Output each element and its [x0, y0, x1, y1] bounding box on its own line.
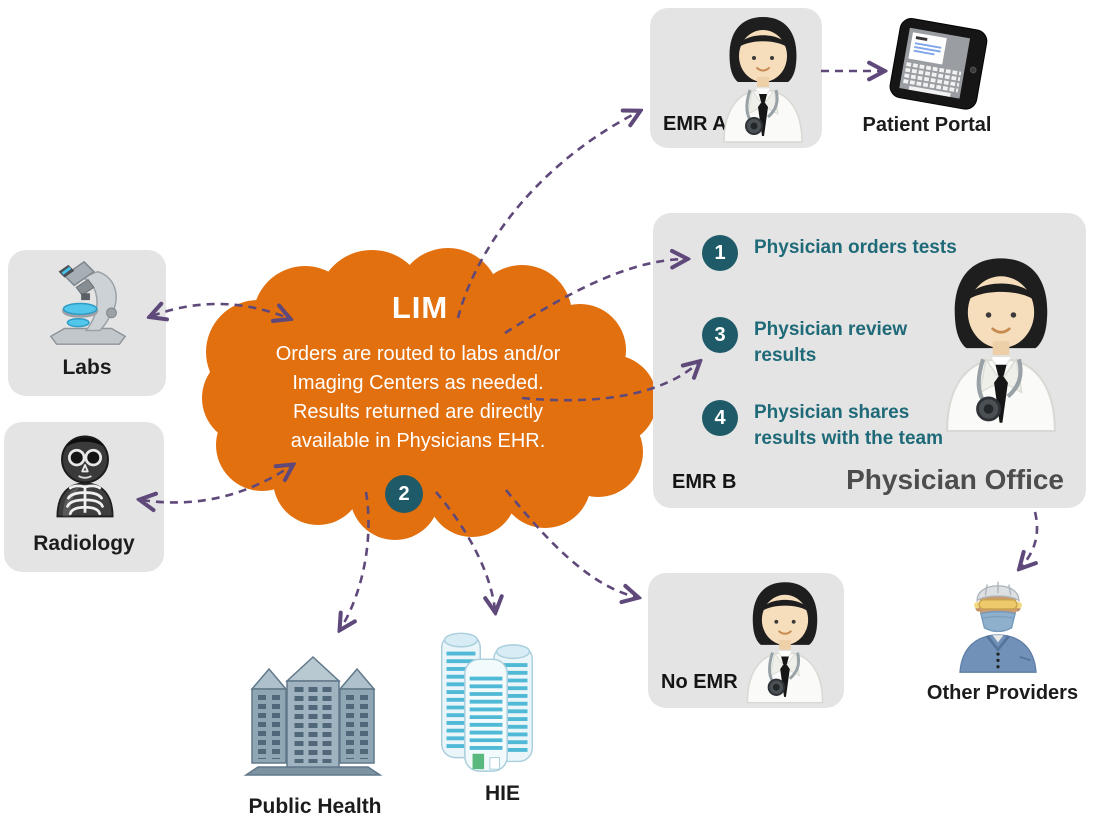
emr-a-box: EMR A: [650, 8, 822, 148]
no-emr-box: No EMR: [648, 573, 844, 708]
surgeon-avatar: [952, 570, 1044, 674]
radiology-box: Radiology: [4, 422, 164, 572]
public-health-label: Public Health: [248, 795, 382, 818]
emr-b-label: EMR B: [672, 471, 737, 493]
labs-label: Labs: [62, 356, 112, 379]
step-row-3: 3 Physician review results: [702, 317, 972, 369]
physician-office-label: Physician Office: [846, 464, 1064, 495]
doctor-avatar: [732, 579, 838, 705]
skyscrapers-icon: [434, 616, 540, 772]
step-badge-4: 4: [702, 400, 738, 436]
step-text-4: Physician shares results with the team: [754, 402, 943, 449]
cloud-body-text: Orders are routed to labs and/or Imaging…: [248, 340, 588, 456]
cloud-body-line: available in Physicians EHR.: [290, 430, 546, 452]
no-emr-label: No EMR: [661, 671, 738, 693]
microscope-icon: [38, 256, 138, 354]
step-row-1: 1 Physician orders tests: [702, 235, 972, 271]
cloud-body-line: Imaging Centers as needed.: [292, 372, 544, 394]
xray-skeleton-icon: [39, 428, 131, 524]
step-row-4: 4 Physician shares results with the team: [702, 400, 972, 452]
labs-box: Labs: [8, 250, 166, 396]
emr-a-label: EMR A: [663, 113, 727, 135]
step-badge-1: 1: [702, 235, 738, 271]
hie-label: HIE: [484, 782, 520, 805]
radiology-label: Radiology: [33, 532, 135, 555]
patient-portal-label: Patient Portal: [862, 114, 992, 136]
cloud-body-line: Orders are routed to labs and/or: [275, 343, 561, 365]
physician-office-box: 1 Physician orders tests 3 Physician rev…: [653, 213, 1086, 508]
city-buildings-icon: [238, 642, 388, 784]
doctor-avatar: [708, 14, 818, 144]
other-providers-label: Other Providers: [926, 682, 1079, 704]
step-text-3: Physician review results: [754, 319, 908, 366]
step-badge-2: 2: [385, 475, 423, 513]
tablet-icon: [872, 14, 1002, 119]
step-text-1: Physician orders tests: [754, 237, 957, 258]
cloud-title: LIM: [391, 290, 449, 325]
cloud-body-line: Results returned are directly: [292, 401, 544, 423]
step-badge-3: 3: [702, 317, 738, 353]
